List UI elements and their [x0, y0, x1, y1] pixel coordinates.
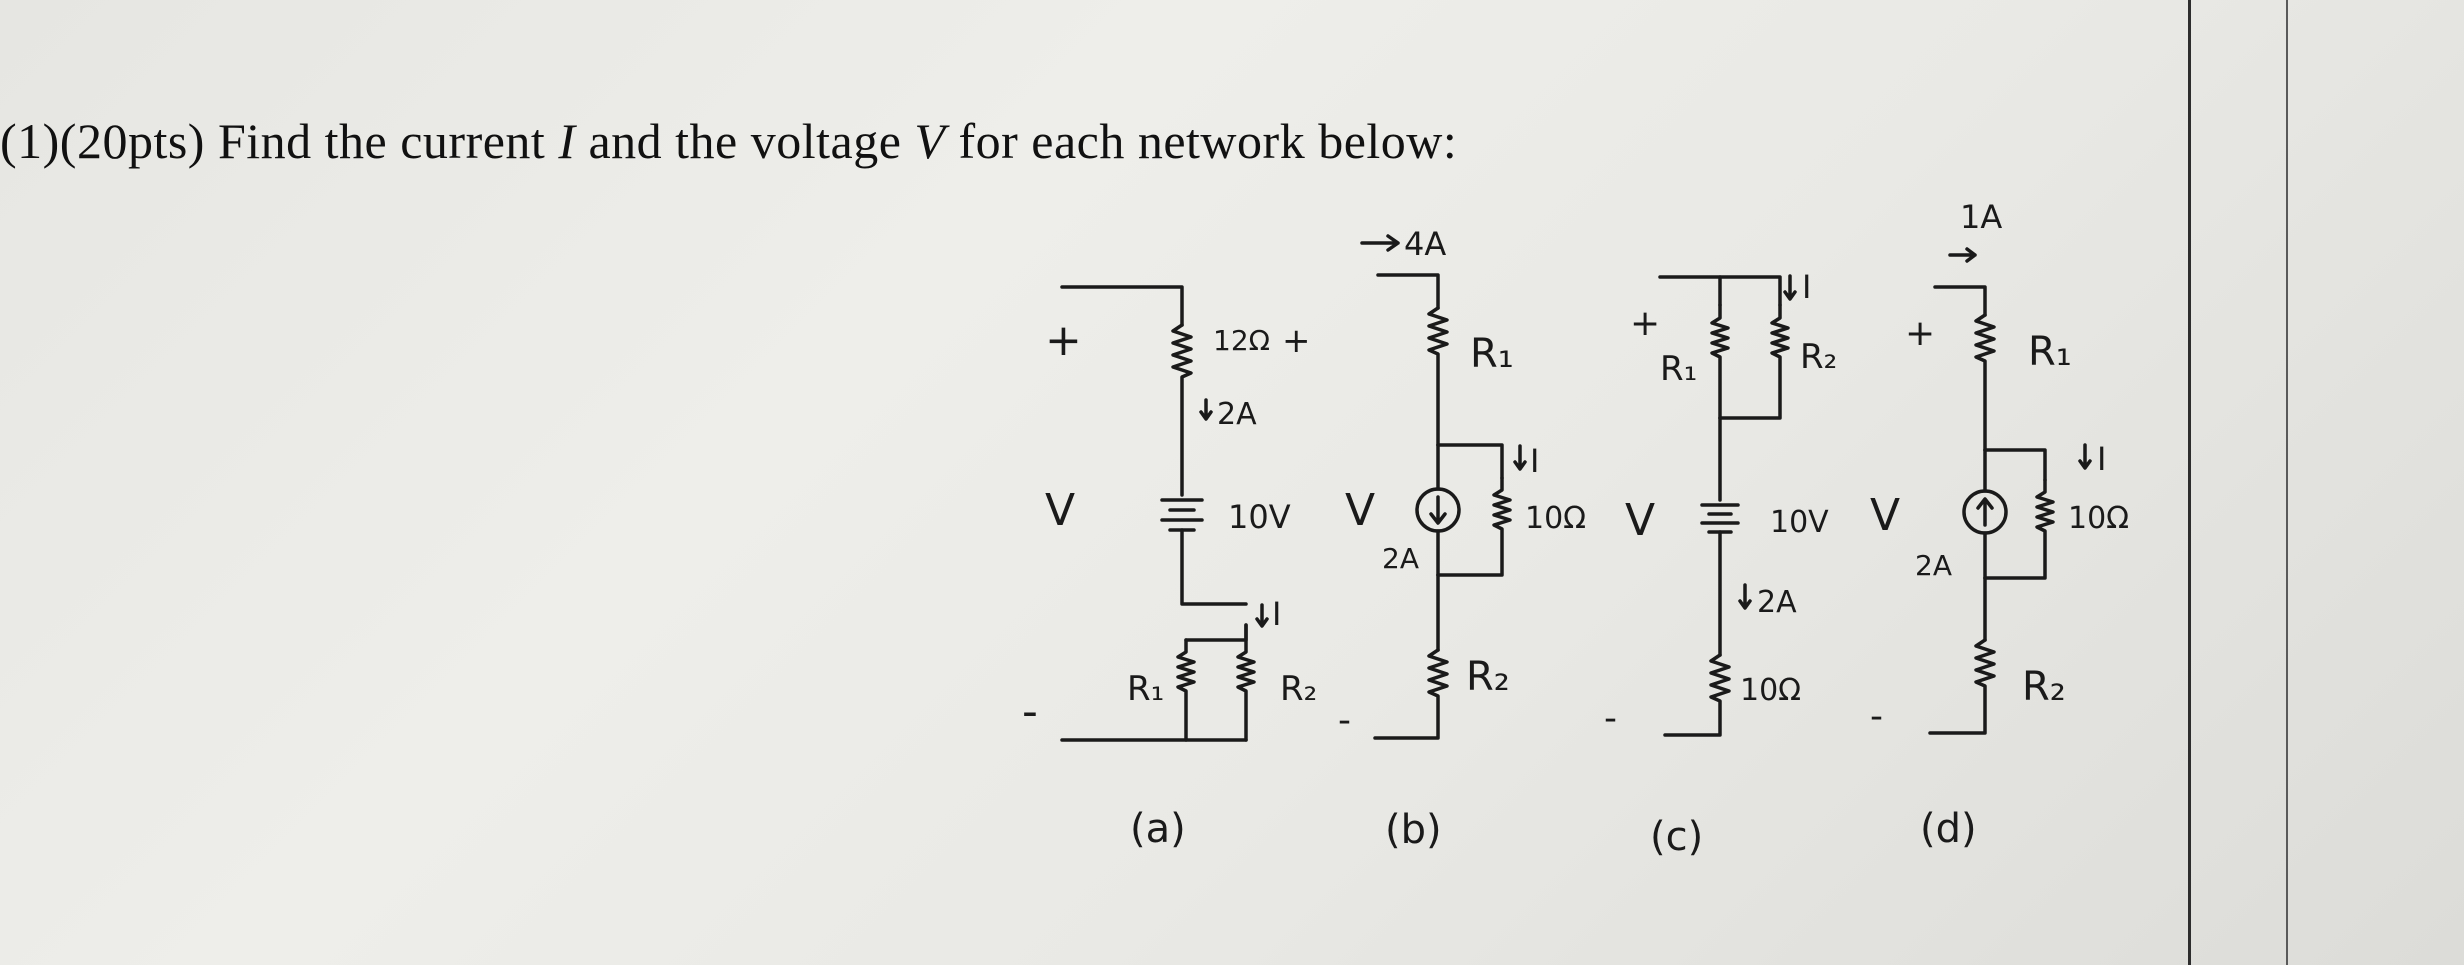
circuit-d-2a-label: 2A: [1915, 549, 1952, 582]
circuit-b-minus: -: [1338, 700, 1351, 741]
circuit-a-r2-label: R₂: [1280, 669, 1317, 709]
circuit-b-4a-label: 4A: [1404, 225, 1446, 263]
circuit-d-1a-arrow: [1948, 247, 1977, 263]
circuit-a-current-arrow: [1199, 398, 1213, 421]
circuit-b-r2-label: R₂: [1466, 654, 1510, 700]
circuit-c-i-arrow: [1783, 274, 1797, 301]
circuit-b-i-label: I: [1530, 442, 1539, 480]
circuit-d-source-arrow: [1976, 497, 1994, 527]
circuit-a-i-arrow: [1255, 603, 1269, 628]
circuit-a-resistor-r2: [1236, 623, 1256, 742]
circuit-d-i-arrow: [2078, 443, 2092, 470]
page-edge-line-2: [2286, 0, 2288, 965]
circuit-c-i-label: I: [1802, 268, 1811, 306]
circuit-b-4a-arrow: [1360, 234, 1400, 252]
circuit-d-10ohm-label: 10Ω: [2068, 501, 2129, 536]
circuit-d-minus: -: [1870, 696, 1883, 737]
circuit-b-parallel-top: [1436, 443, 1504, 480]
circuit-b-resistor-r2: [1373, 648, 1449, 740]
circuit-a-2a-label: 2A: [1217, 397, 1257, 432]
circuit-a-resistor-r1: [1176, 638, 1196, 742]
circuit-d-parallel-top: [1983, 448, 2047, 482]
circuit-d-r1-label: R₁: [2028, 329, 2072, 375]
circuit-a-12ohm-label: 12Ω: [1213, 324, 1270, 357]
circuit-a-i-label: I: [1272, 595, 1281, 633]
circuit-d-top-wire: [1933, 285, 1987, 317]
circuit-b-resistor-r1: [1427, 306, 1449, 447]
circuit-c-r1-label: R₁: [1660, 349, 1697, 389]
circuit-c-r2-label: R₂: [1800, 337, 1837, 377]
circuit-d-i-label: I: [2097, 440, 2106, 478]
circuit-a-plus: +: [1045, 315, 1082, 366]
page-edge-line-1: [2188, 0, 2191, 965]
circuit-d-v-label: V: [1870, 490, 1900, 541]
circuit-d: 1A + R₁ I V 2A 10Ω R₂ - (d): [1870, 198, 2129, 852]
circuit-c-v-label: V: [1625, 495, 1655, 546]
problem-statement: (1)(20pts) Find the current I and the vo…: [0, 112, 1457, 170]
circuit-b-source-arrow: [1429, 495, 1447, 525]
circuit-b-caption: (b): [1385, 807, 1442, 853]
circuit-a-resistor-12ohm: [1171, 323, 1193, 497]
circuit-c-10ohm-label: 10Ω: [1740, 673, 1801, 708]
circuit-a-v-label: V: [1045, 485, 1075, 536]
circuit-d-resistor-10ohm: [1983, 478, 2055, 580]
circuit-a-minus: -: [1022, 686, 1038, 737]
circuit-a-r1-label: R₁: [1127, 669, 1164, 709]
problem-suffix: for each network below:: [945, 113, 1458, 169]
current-variable: I: [558, 113, 576, 169]
circuit-c-10v-label: 10V: [1770, 505, 1829, 540]
circuit-b-r1-label: R₁: [1470, 331, 1514, 377]
circuit-d-plus: +: [1905, 313, 1935, 354]
problem-prefix: (1)(20pts) Find the current: [0, 113, 559, 169]
circuit-c-resistor-r2: [1718, 303, 1790, 420]
voltage-variable: V: [914, 113, 946, 169]
circuit-d-1a-label: 1A: [1960, 198, 2002, 236]
circuit-b: 4A R₁ I V 2A 10Ω R₂ - (b): [1338, 225, 1586, 853]
circuit-c-top-wire: [1658, 275, 1782, 307]
circuit-c-battery: [1700, 503, 1740, 534]
circuit-b-i-arrow: [1513, 444, 1527, 471]
problem-middle: and the voltage: [575, 113, 915, 169]
circuit-d-resistor-r2: [1928, 638, 1996, 735]
circuit-b-v-label: V: [1345, 485, 1375, 536]
circuit-b-2a-label: 2A: [1382, 542, 1419, 575]
circuit-a-battery: [1160, 498, 1204, 532]
circuit-a-10v-label: 10V: [1228, 498, 1291, 536]
circuit-a: + V - 12Ω + 2A 10V I R₁ R₂ (a): [1022, 285, 1317, 852]
circuit-c-minus: -: [1604, 698, 1617, 739]
circuit-d-resistor-r1: [1974, 313, 1996, 452]
circuit-d-r2-label: R₂: [2022, 664, 2066, 710]
circuit-c-resistor-r1: [1710, 303, 1730, 420]
circuit-a-parallel-top: [1184, 623, 1248, 642]
circuit-c: I + R₁ R₂ V 10V 2A 10Ω - (c): [1604, 268, 1837, 860]
circuit-b-top-wire: [1376, 273, 1440, 310]
circuit-a-wire-to-node: [1180, 528, 1248, 606]
circuit-a-top-wire: [1060, 285, 1184, 327]
circuit-c-caption: (c): [1650, 814, 1703, 860]
circuit-a-caption: (a): [1130, 806, 1186, 852]
circuit-c-2a-arrow: [1738, 583, 1752, 610]
circuit-c-resistor-10ohm: [1663, 653, 1731, 737]
circuit-b-resistor-10ohm: [1436, 476, 1512, 577]
circuit-c-plus: +: [1630, 303, 1660, 344]
circuit-b-10ohm-label: 10Ω: [1525, 501, 1586, 536]
circuit-a-top-plus: +: [1282, 321, 1311, 361]
circuit-c-2a-label: 2A: [1757, 585, 1797, 620]
circuit-d-caption: (d): [1920, 806, 1977, 852]
